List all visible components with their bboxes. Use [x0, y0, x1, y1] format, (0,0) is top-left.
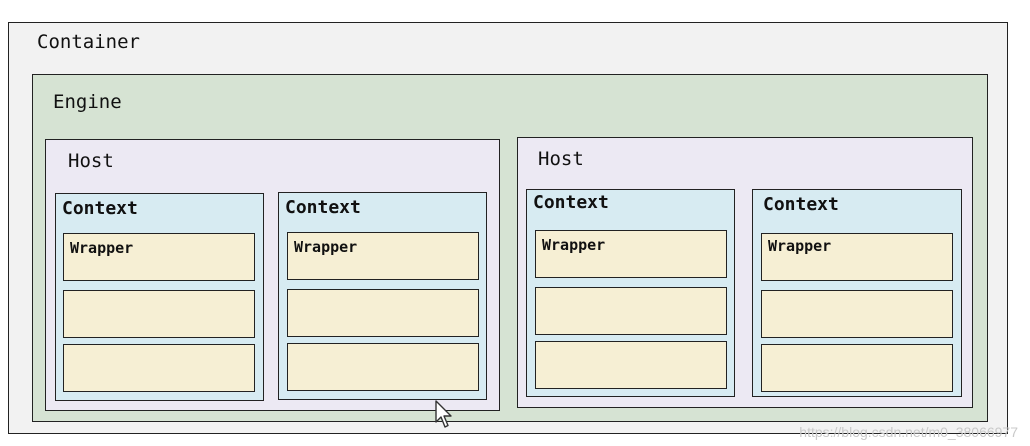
arrow-cursor-icon	[435, 400, 452, 428]
wrapper-box: Wrapper	[535, 230, 727, 278]
wrapper-box: Wrapper	[761, 233, 953, 281]
context-label: Context	[62, 198, 138, 219]
wrapper-label: Wrapper	[70, 239, 134, 257]
wrapper-box-empty	[761, 290, 953, 338]
context-label: Context	[533, 192, 609, 213]
engine-label: Engine	[53, 91, 122, 113]
watermark-text: https://blog.csdn.net/m0_38066977	[799, 424, 1018, 440]
host-label: Host	[68, 150, 114, 172]
wrapper-label: Wrapper	[294, 238, 358, 256]
wrapper-box-empty	[287, 343, 479, 391]
wrapper-box-empty	[63, 344, 255, 392]
wrapper-box-empty	[535, 287, 727, 335]
wrapper-label: Wrapper	[768, 237, 832, 255]
context-label: Context	[763, 194, 839, 215]
wrapper-box-empty	[63, 290, 255, 338]
wrapper-box: Wrapper	[287, 232, 479, 280]
wrapper-box-empty	[535, 341, 727, 389]
wrapper-label: Wrapper	[542, 236, 606, 254]
wrapper-box: Wrapper	[63, 233, 255, 281]
wrapper-box-empty	[761, 344, 953, 392]
wrapper-box-empty	[287, 289, 479, 337]
container-label: Container	[37, 31, 140, 53]
context-label: Context	[285, 197, 361, 218]
host-label: Host	[538, 148, 584, 170]
